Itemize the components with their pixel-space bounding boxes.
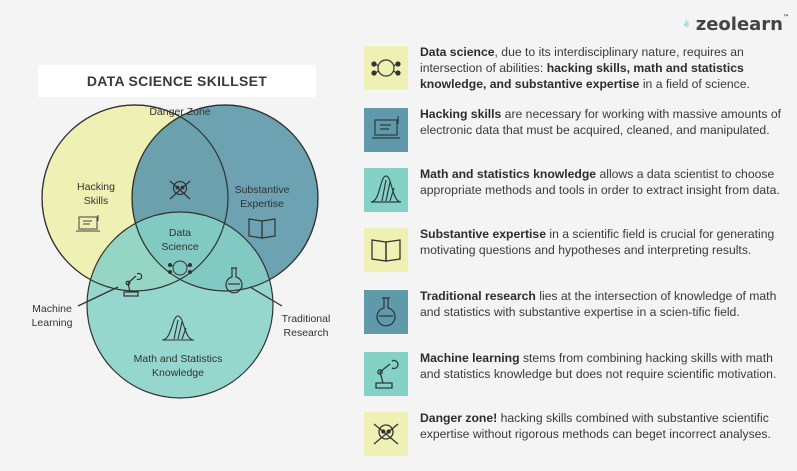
zeolearn-logo-icon [684,20,689,28]
flask-icon [225,267,243,294]
laptop-code-icon [372,116,400,139]
icon-tile [364,412,408,456]
icon-tile [364,290,408,334]
substantive-expertise-description: Substantive expertise in a scientific fi… [420,227,775,257]
robot-arm-icon [123,272,143,297]
list-item: Data science, due to its interdisciplina… [364,44,784,96]
robot-arm-icon [375,359,399,389]
hacking-skills-description: Hacking skills are necessary for working… [420,107,782,137]
skull-crossbones-icon [373,423,399,445]
open-book-icon [248,218,276,239]
brain-circuit-icon [371,59,401,77]
icon-tile [364,228,408,272]
diagram-title: DATA SCIENCE SKILLSET [38,65,316,97]
traditional-research-description: Traditional research lies at the interse… [420,289,777,319]
traditional-research-pointer [249,286,283,307]
brain-circuit-icon [168,260,192,276]
list-item: Hacking skills are necessary for working… [364,106,784,158]
danger-zone-description: Danger zone! hacking skills combined wit… [420,411,771,441]
list-item: Substantive expertise in a scientific fi… [364,226,784,278]
icon-tile [364,168,408,212]
bell-curve-icon [370,175,402,203]
list-item: Traditional research lies at the interse… [364,288,784,340]
data-science-description: Data science, due to its interdisciplina… [420,45,750,91]
machine-learning-description: Machine learning stems from combining ha… [420,351,777,381]
laptop-code-icon [76,215,100,232]
brand-name: zeolearn™ [695,13,789,35]
icon-tile [364,108,408,152]
list-item: Danger zone! hacking skills combined wit… [364,410,784,462]
math-statistics-description: Math and statistics knowledge allows a d… [420,167,780,197]
icon-tile [364,46,408,90]
list-item: Math and statistics knowledge allows a d… [364,166,784,218]
math-statistics-circle [86,211,274,399]
flask-icon [376,297,396,327]
brand-logo: zeolearn™ [684,10,789,38]
list-item: Machine learning stems from combining ha… [364,350,784,402]
skull-crossbones-icon [169,180,191,200]
danger-zone-label: Danger Zone [149,106,210,118]
open-book-icon [371,239,401,262]
bell-curve-icon [161,315,195,341]
icon-tile [364,352,408,396]
machine-learning-pointer [77,286,119,307]
